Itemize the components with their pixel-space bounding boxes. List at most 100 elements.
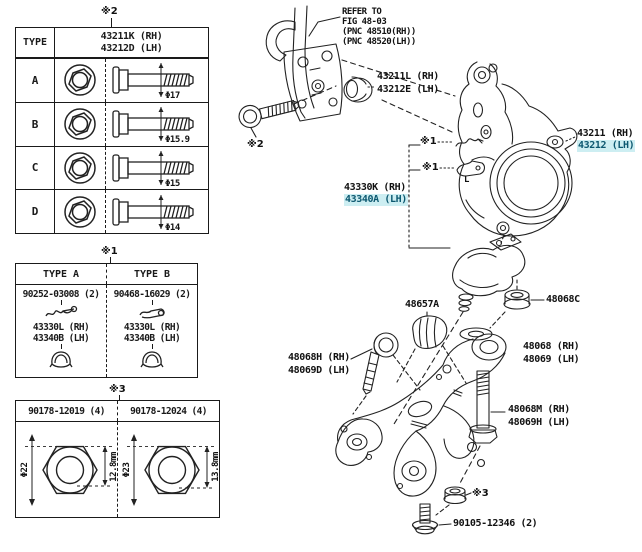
ref-note: REFER TO FIG 48-03 (PNC 48510(RH)) (PNC … <box>342 7 416 47</box>
bolt-diameter: Φ14 <box>165 223 181 232</box>
nut-diameter: Φ22 <box>20 462 30 477</box>
leader-tick <box>60 300 62 305</box>
label-arm-lh: 48069 (LH) <box>523 354 580 365</box>
label-bolt-front-lh: 48069D (LH) <box>288 365 350 376</box>
ring-nut-icon <box>55 190 105 233</box>
type-letter: A <box>16 59 55 102</box>
ring-nut-icon <box>55 59 105 102</box>
mark-1-table-tick <box>110 257 111 263</box>
label-nut: 48068C <box>546 294 580 305</box>
balljoint-part-lh: 43340B (LH) <box>123 333 181 344</box>
label-bolt-rear-lh: 48069H (LH) <box>508 417 570 428</box>
flange-nut-drawing <box>489 289 545 329</box>
type-letter: C <box>16 146 55 190</box>
ref-note-line: (PNC 48510(RH)) <box>342 27 416 37</box>
clip-drawing <box>455 138 485 177</box>
balljoint-socket-icon <box>49 351 73 368</box>
mark-2-table: ※2 <box>101 6 118 17</box>
ref-note-line: (PNC 48520(LH)) <box>342 37 416 47</box>
bolt-type-table: TYPE 43211K (RH) 43212D (LH) A <box>15 27 209 234</box>
clip-icon <box>139 308 165 319</box>
label-cap-lh: 43212E (LH) <box>377 84 439 95</box>
cushion-drawing <box>396 311 467 384</box>
nut-size-table-header: 90178-12019 (4) 90178-12024 (4) <box>16 401 219 422</box>
clip-part-number: 90468-16029 (2) <box>113 289 191 300</box>
leader-tick <box>151 300 153 305</box>
nut-front-icon: Φ22 12.8mm <box>20 433 117 506</box>
label-bolt-rear-rh: 48068M (RH) <box>508 404 570 415</box>
type-b-cell: 90468-16029 (2) 43330L (RH) 43340B (LH) <box>106 285 197 377</box>
nut-depth: 12.8mm <box>109 451 117 482</box>
clip-type-table-header: TYPE A TYPE B <box>16 264 197 285</box>
assembly-dashed-lines <box>293 59 456 133</box>
table-row: A Φ17 <box>16 58 208 102</box>
type-a-cell: 90252-03008 (2) 43330L (RH) 43340B (LH) <box>16 285 106 377</box>
mark-1-clip-a: ※1 <box>420 136 437 147</box>
clip-icon <box>45 305 78 317</box>
table-row: D Φ14 <box>16 189 208 233</box>
bolt-diameter: Φ15 <box>165 179 180 188</box>
part-number-header-cell: 43211K (RH) 43212D (LH) <box>55 28 208 57</box>
nut-cell-2: Φ23 13.8mm <box>117 422 219 517</box>
label-bolt-front-rh: 48068H (RH) <box>288 352 350 363</box>
ring-nut-icon <box>55 103 105 146</box>
bolt-icon: Φ14 <box>105 190 208 233</box>
table-row: C Φ15 <box>16 145 208 190</box>
balljoint-part-rh: 43330L (RH) <box>32 322 90 333</box>
arm-rear-bolt-drawing <box>458 370 506 486</box>
part-number-rh: 43211K (RH) <box>100 30 163 42</box>
clip-part-number: 90252-03008 (2) <box>22 289 100 300</box>
type-header-cell: TYPE <box>16 28 55 57</box>
label-balljoint-lh: 43340A (LH) <box>344 194 408 206</box>
arm-nut-drawing <box>435 486 472 516</box>
type-letter: B <box>16 102 55 146</box>
bolt-type-table-header: TYPE 43211K (RH) 43212D (LH) <box>16 28 208 58</box>
nut-cell-1: Φ22 12.8mm <box>16 422 117 517</box>
bolt-diameter: Φ17 <box>165 91 180 100</box>
label-knuckle-lh: 43212 (LH) <box>577 140 636 152</box>
nut-diameter: Φ23 <box>122 462 132 477</box>
nut-front-icon: Φ23 13.8mm <box>122 433 219 506</box>
bolt-icon: Φ17 <box>105 59 208 102</box>
balljoint-socket-icon <box>140 351 164 368</box>
cap-grommet-drawing <box>343 76 377 103</box>
balljoint-part-lh: 43340B (LH) <box>32 333 90 344</box>
bolt-diameter: Φ15.9 <box>165 135 190 144</box>
clip-type-table: TYPE A TYPE B 90252-03008 (2) 43330L (RH… <box>15 263 198 378</box>
leader-tick <box>151 344 153 349</box>
ring-nut-icon <box>55 147 105 190</box>
nut-part-number-1: 90178-12019 (4) <box>28 405 105 417</box>
ref-note-line: REFER TO <box>342 7 382 17</box>
mark-3-table-tick <box>119 395 120 400</box>
label-balljoint-rh: 43330K (RH) <box>344 182 406 193</box>
nut-size-table: 90178-12019 (4) 90178-12024 (4) Φ22 1 <box>15 400 220 518</box>
type-letter: D <box>16 190 55 233</box>
mark-l: L <box>464 175 470 185</box>
leader-tick <box>60 344 62 349</box>
ref-note-line: FIG 48-03 <box>342 17 387 27</box>
set-bolt-drawing <box>411 503 452 535</box>
steering-knuckle-drawing <box>457 61 578 244</box>
part-number-lh: 43212D (LH) <box>100 42 163 54</box>
nut-part-number-2: 90178-12024 (4) <box>117 401 219 421</box>
mark-3-table: ※3 <box>109 384 126 395</box>
label-set-bolt: 90105-12346 (2) <box>453 518 538 529</box>
label-arm-rh: 48068 (RH) <box>523 341 580 352</box>
ball-joint-drawing <box>393 233 526 425</box>
mark-1-table: ※1 <box>101 246 118 257</box>
table-row: B Φ15.9 <box>16 101 208 146</box>
label-knuckle-rh: 43211 (RH) <box>577 128 634 139</box>
type-a-header: TYPE A <box>42 268 80 280</box>
ref-note-leader <box>308 16 341 37</box>
mark-3-nut: ※3 <box>472 488 489 499</box>
caliper-bracket-drawing <box>265 5 343 122</box>
nut-depth: 13.8mm <box>211 451 219 482</box>
bolt-icon: Φ15 <box>105 146 208 190</box>
arm-front-bolt-drawing <box>350 332 421 415</box>
lower-control-arm-drawing <box>335 327 507 497</box>
type-b-header: TYPE B <box>106 264 197 284</box>
mark2-leader <box>250 127 257 138</box>
mark-2-table-tick <box>111 18 112 27</box>
